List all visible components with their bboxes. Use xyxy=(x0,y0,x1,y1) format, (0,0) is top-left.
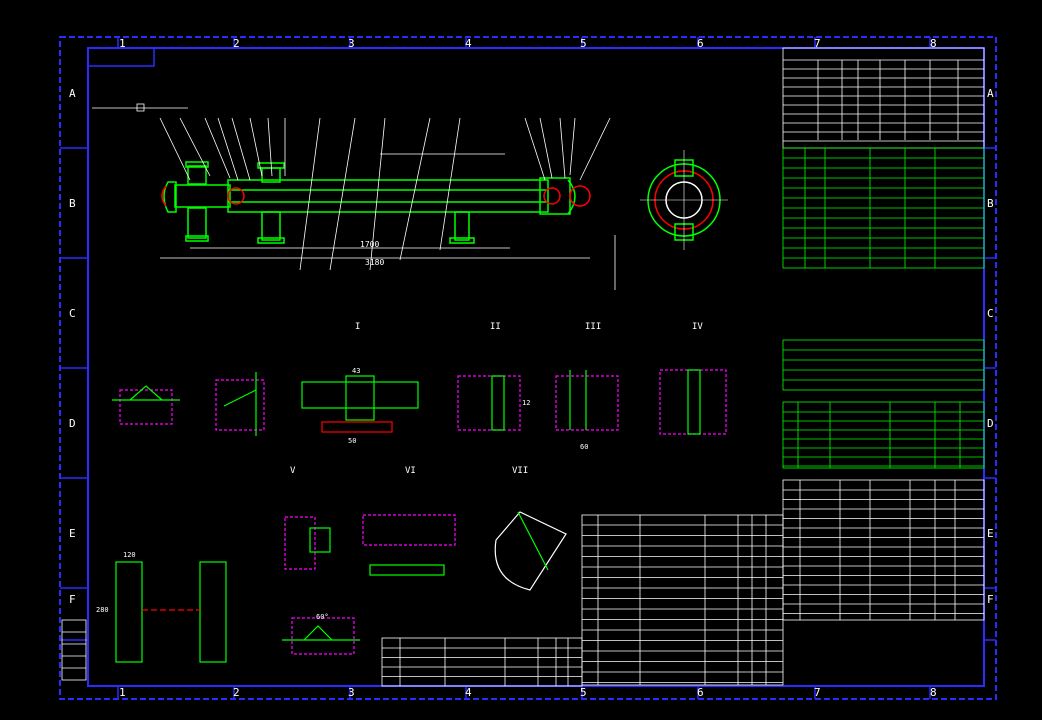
zone-col-bottom: 6 xyxy=(697,686,704,699)
zone-col-top: 8 xyxy=(930,37,937,50)
zone-row-right: E xyxy=(987,527,994,540)
zone-row-left: A xyxy=(69,87,76,100)
zone-row-left: C xyxy=(69,307,76,320)
section-label-vi: VI xyxy=(405,466,416,476)
zone-row-left: E xyxy=(69,527,76,540)
dim-detail-len: 60 xyxy=(580,443,589,451)
zone-row-left: B xyxy=(69,197,76,210)
dim-detail-thk: 12 xyxy=(522,399,531,407)
zone-col-top: 7 xyxy=(814,37,821,50)
zone-col-bottom: 2 xyxy=(233,686,240,699)
zone-col-bottom: 5 xyxy=(580,686,587,699)
notes-table xyxy=(782,339,985,391)
section-label-i: I xyxy=(355,322,361,332)
zone-row-right: A xyxy=(987,87,994,100)
zone-col-top: 4 xyxy=(465,37,472,50)
section-label-vii: VII xyxy=(512,466,529,476)
revision-stamp xyxy=(61,619,87,681)
dim-pipe-d: 50 xyxy=(348,437,357,445)
zone-col-bottom: 4 xyxy=(465,686,472,699)
bom-table xyxy=(581,514,784,686)
title-tab xyxy=(87,47,155,67)
zone-col-bottom: 1 xyxy=(119,686,126,699)
dim-section-width: 120 xyxy=(123,551,136,559)
zone-row-right: D xyxy=(987,417,994,430)
zone-col-top: 6 xyxy=(697,37,704,50)
bom-table-lower xyxy=(381,637,583,687)
section-label-iv: IV xyxy=(692,322,703,332)
zone-col-top: 2 xyxy=(233,37,240,50)
zone-row-right: B xyxy=(987,197,994,210)
zone-col-top: 3 xyxy=(348,37,355,50)
dim-angle: 60° xyxy=(316,613,329,621)
detail-views xyxy=(112,369,727,663)
dim-detail-gap: 43 xyxy=(352,367,361,375)
parts-list-right xyxy=(782,479,985,621)
main-elevation-red xyxy=(161,185,591,207)
section-label-v: V xyxy=(290,466,296,476)
zone-col-top: 5 xyxy=(580,37,587,50)
title-block-top xyxy=(782,47,985,149)
nozzle-table xyxy=(782,401,985,469)
dim-overall-length: 3180 xyxy=(365,258,385,267)
main-elevation-view xyxy=(163,161,576,244)
inner-frame xyxy=(87,47,985,687)
section-label-iii: III xyxy=(585,322,602,332)
dim-section-height: 280 xyxy=(96,606,109,614)
zone-col-bottom: 7 xyxy=(814,686,821,699)
dim-center-distance: 1700 xyxy=(360,240,380,249)
zone-row-left: D xyxy=(69,417,76,430)
zone-col-bottom: 3 xyxy=(348,686,355,699)
zone-row-right: C xyxy=(987,307,994,320)
zone-row-left: F xyxy=(69,593,76,606)
end-view xyxy=(640,150,728,250)
zone-col-bottom: 8 xyxy=(930,686,937,699)
leader-lines xyxy=(92,103,616,290)
section-label-ii: II xyxy=(490,322,501,332)
zone-row-right: F xyxy=(987,593,994,606)
zone-col-top: 1 xyxy=(119,37,126,50)
